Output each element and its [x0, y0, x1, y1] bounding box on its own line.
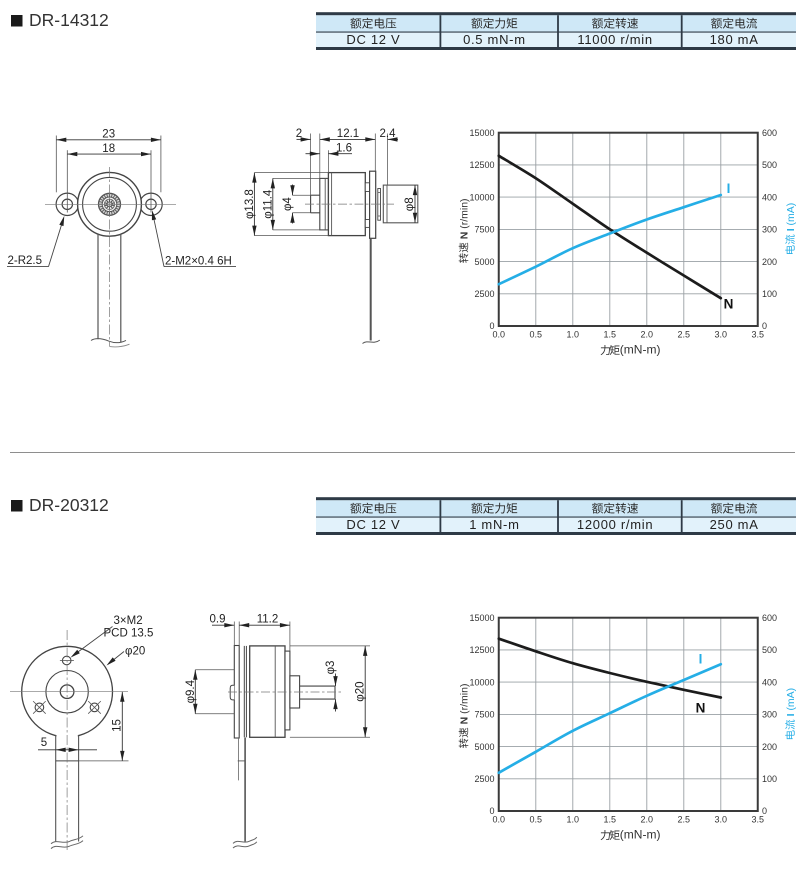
- svg-text:φ13.8: φ13.8: [244, 189, 256, 219]
- svg-text:23: 23: [102, 128, 115, 140]
- svg-text:12.1: 12.1: [337, 128, 359, 140]
- svg-text:500: 500: [762, 645, 777, 655]
- svg-text:φ9.4: φ9.4: [185, 679, 197, 703]
- svg-text:2.5: 2.5: [678, 330, 691, 340]
- svg-text:N (r/min): N (r/min): [459, 198, 471, 239]
- svg-text:12500: 12500: [469, 160, 494, 170]
- svg-text:DC 12 V: DC 12 V: [346, 517, 400, 532]
- svg-text:3.5: 3.5: [752, 815, 765, 825]
- svg-text:φ4: φ4: [282, 197, 294, 211]
- svg-text:0: 0: [489, 321, 494, 331]
- svg-text:180 mA: 180 mA: [710, 32, 759, 47]
- svg-text:5000: 5000: [474, 257, 494, 267]
- svg-text:3.0: 3.0: [715, 815, 728, 825]
- svg-text:500: 500: [762, 160, 777, 170]
- svg-text:2.0: 2.0: [641, 815, 654, 825]
- svg-text:200: 200: [762, 257, 777, 267]
- svg-text:(mN-m): (mN-m): [620, 342, 661, 356]
- svg-text:DR-20312: DR-20312: [29, 495, 109, 515]
- svg-text:11000 r/min: 11000 r/min: [577, 32, 652, 47]
- svg-text:5000: 5000: [474, 742, 494, 752]
- svg-text:400: 400: [762, 677, 777, 687]
- svg-text:12000 r/min: 12000 r/min: [577, 517, 653, 532]
- svg-text:3.0: 3.0: [715, 330, 728, 340]
- svg-text:100: 100: [762, 289, 777, 299]
- svg-text:2500: 2500: [474, 289, 494, 299]
- svg-text:5: 5: [41, 737, 47, 749]
- svg-text:0: 0: [489, 806, 494, 816]
- svg-text:DC 12 V: DC 12 V: [346, 32, 400, 47]
- svg-text:600: 600: [762, 128, 777, 138]
- svg-text:10000: 10000: [469, 192, 494, 202]
- svg-text:(mN-m): (mN-m): [620, 827, 661, 841]
- svg-text:400: 400: [762, 192, 777, 202]
- svg-text:0.0: 0.0: [493, 815, 506, 825]
- svg-text:3×M2: 3×M2: [114, 615, 143, 627]
- svg-text:φ11.4: φ11.4: [262, 189, 274, 219]
- svg-text:DR-14312: DR-14312: [29, 10, 109, 30]
- svg-text:φ20: φ20: [355, 681, 367, 701]
- svg-text:1.0: 1.0: [567, 330, 580, 340]
- svg-text:300: 300: [762, 710, 777, 720]
- svg-text:2-M2×0.4 6H: 2-M2×0.4 6H: [165, 256, 232, 268]
- svg-text:1.5: 1.5: [604, 815, 617, 825]
- svg-text:2.4: 2.4: [380, 128, 397, 140]
- svg-text:7500: 7500: [474, 710, 494, 720]
- svg-text:φ8: φ8: [404, 197, 416, 211]
- svg-text:I (mA): I (mA): [785, 688, 797, 717]
- svg-text:0.9: 0.9: [210, 613, 226, 625]
- svg-text:0.5 mN-m: 0.5 mN-m: [463, 32, 526, 47]
- svg-text:I (mA): I (mA): [785, 203, 797, 232]
- svg-text:0.5: 0.5: [530, 815, 543, 825]
- svg-text:φ3: φ3: [325, 661, 337, 675]
- svg-text:1 mN-m: 1 mN-m: [469, 517, 519, 532]
- svg-text:2: 2: [296, 128, 302, 140]
- svg-text:N (r/min): N (r/min): [459, 684, 471, 725]
- svg-text:11.2: 11.2: [257, 613, 279, 625]
- svg-text:10000: 10000: [469, 677, 494, 687]
- svg-text:18: 18: [102, 143, 115, 155]
- svg-text:600: 600: [762, 613, 777, 623]
- svg-text:7500: 7500: [474, 225, 494, 235]
- svg-text:250 mA: 250 mA: [710, 517, 759, 532]
- svg-text:100: 100: [762, 774, 777, 784]
- svg-text:1.5: 1.5: [604, 330, 617, 340]
- svg-text:I: I: [699, 652, 703, 667]
- svg-text:2-R2.5: 2-R2.5: [8, 255, 43, 267]
- svg-text:2500: 2500: [474, 774, 494, 784]
- svg-text:0: 0: [762, 321, 767, 331]
- svg-text:200: 200: [762, 742, 777, 752]
- svg-text:PCD 13.5: PCD 13.5: [104, 628, 154, 640]
- svg-text:15000: 15000: [469, 613, 494, 623]
- svg-text:N: N: [696, 701, 706, 716]
- svg-text:300: 300: [762, 225, 777, 235]
- svg-text:2.0: 2.0: [641, 330, 654, 340]
- svg-text:0.5: 0.5: [530, 330, 543, 340]
- svg-text:3.5: 3.5: [752, 330, 765, 340]
- svg-text:1.0: 1.0: [567, 815, 580, 825]
- svg-text:2.5: 2.5: [678, 815, 691, 825]
- svg-text:15: 15: [111, 719, 123, 732]
- svg-text:15000: 15000: [469, 128, 494, 138]
- svg-text:12500: 12500: [469, 645, 494, 655]
- svg-text:0.0: 0.0: [493, 330, 506, 340]
- svg-text:1.6: 1.6: [336, 142, 352, 154]
- svg-text:I: I: [727, 181, 731, 196]
- svg-text:φ20: φ20: [125, 646, 145, 658]
- svg-text:0: 0: [762, 806, 767, 816]
- svg-text:N: N: [724, 297, 734, 312]
